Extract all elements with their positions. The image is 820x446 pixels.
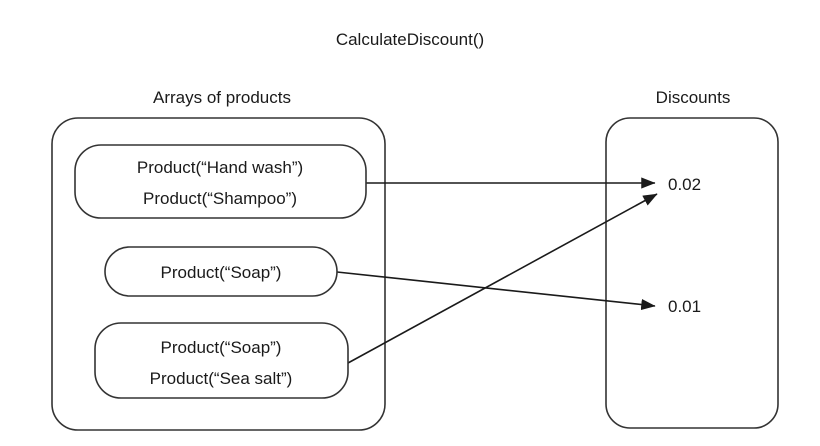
page-title: CalculateDiscount() [336, 30, 484, 49]
discount-value-1: 0.02 [668, 175, 701, 194]
right-column-label: Discounts [656, 88, 731, 107]
discount-value-2: 0.01 [668, 297, 701, 316]
left-column-label: Arrays of products [153, 88, 291, 107]
connector-group-3-to-discount-1 [347, 193, 658, 364]
product-group-1-line-1: Product(“Hand wash”) [137, 158, 303, 177]
product-group-1[interactable] [74, 144, 367, 219]
product-group-2[interactable] [104, 246, 338, 297]
product-group-2-line-1: Product(“Soap”) [161, 263, 282, 282]
connector-group-2-to-discount-2 [336, 271, 656, 311]
product-group-1-line-2: Product(“Shampoo”) [143, 189, 297, 208]
discounts-container [605, 117, 779, 429]
product-group-3-line-2: Product(“Sea salt”) [150, 369, 293, 388]
product-group-3[interactable] [94, 322, 349, 399]
product-group-3-line-1: Product(“Soap”) [161, 338, 282, 357]
